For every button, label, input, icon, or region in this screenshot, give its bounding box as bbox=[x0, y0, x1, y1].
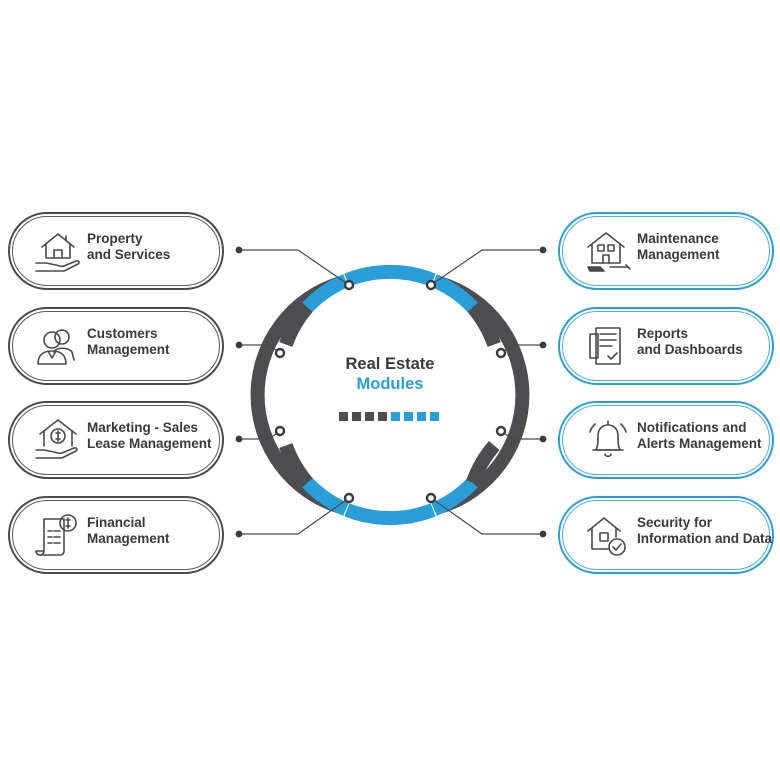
module-label-line1: Property bbox=[87, 231, 143, 246]
bell-icon bbox=[589, 420, 627, 458]
ring-segment-upper-right bbox=[467, 302, 501, 348]
progress-squares bbox=[339, 412, 449, 424]
progress-square-blue bbox=[404, 412, 413, 421]
center-title-line1: Real Estate bbox=[345, 355, 435, 373]
connector-dot-left-1 bbox=[235, 246, 243, 254]
connector-dot-right-2 bbox=[539, 341, 547, 349]
ring-node-right-4 bbox=[425, 492, 437, 504]
ring-segment-bottom-1 bbox=[302, 477, 349, 516]
house-coin-hand-icon bbox=[35, 419, 78, 459]
module-label-line2: Alerts Management bbox=[637, 436, 762, 451]
progress-square-dark bbox=[339, 412, 348, 421]
ring-segment-lower-right bbox=[466, 440, 500, 486]
progress-square-dark bbox=[365, 412, 374, 421]
connector-dot-left-2 bbox=[235, 341, 243, 349]
ring-node-right-1 bbox=[425, 279, 437, 291]
module-label-line2: Management bbox=[87, 342, 170, 357]
house-shield-check-icon bbox=[587, 517, 626, 556]
module-label-line1: Customers bbox=[87, 326, 158, 341]
module-label-line1: Marketing - Sales bbox=[87, 420, 199, 435]
connector-dot-left-3 bbox=[235, 435, 243, 443]
module-label-line2: Management bbox=[637, 247, 720, 262]
module-label-line1: Financial bbox=[87, 515, 146, 530]
module-label-line2: and Dashboards bbox=[637, 342, 743, 357]
connector-left-4 bbox=[239, 497, 350, 535]
ring-segment-top-1 bbox=[302, 274, 349, 313]
connector-right-1 bbox=[430, 249, 543, 286]
ring-node-left-3 bbox=[274, 425, 286, 437]
module-label-line1: Notifications and bbox=[637, 420, 747, 435]
module-label-line2: Management bbox=[87, 531, 170, 546]
connector-dot-right-3 bbox=[539, 435, 547, 443]
ring-segment-bottom-2 bbox=[344, 503, 436, 526]
ring-node-left-4 bbox=[343, 492, 355, 504]
ring-node-left-1 bbox=[343, 279, 355, 291]
ring-node-right-3 bbox=[495, 425, 507, 437]
module-label-line1: Reports bbox=[637, 326, 689, 341]
progress-square-dark bbox=[378, 412, 387, 421]
module-label-line1: Maintenance bbox=[637, 231, 719, 246]
progress-square-dark bbox=[352, 412, 361, 421]
report-clipboard-icon bbox=[589, 327, 621, 365]
invoice-dollar-icon bbox=[35, 514, 77, 556]
progress-square-blue bbox=[391, 412, 400, 421]
connector-right-4 bbox=[430, 497, 543, 535]
users-icon bbox=[37, 329, 75, 365]
progress-square-blue bbox=[417, 412, 426, 421]
module-label-line2: Lease Management bbox=[87, 436, 212, 451]
ring-segment-upper-left bbox=[279, 302, 313, 348]
ring-segment-top-3 bbox=[431, 274, 478, 313]
connector-dot-right-1 bbox=[539, 246, 547, 254]
ring-node-right-2 bbox=[495, 347, 507, 359]
module-label-line2: Information and Data bbox=[637, 531, 773, 546]
hand-house-icon bbox=[35, 233, 80, 272]
house-tools-icon bbox=[587, 232, 631, 272]
ring-segment-bottom-3 bbox=[431, 477, 478, 516]
module-label-line2: and Services bbox=[87, 247, 171, 262]
ring-segments bbox=[250, 264, 530, 526]
ring-segment-top-2 bbox=[344, 264, 436, 287]
progress-square-blue bbox=[430, 412, 439, 421]
connector-dot-right-4 bbox=[539, 530, 547, 538]
connector-left-1 bbox=[239, 249, 350, 286]
module-label-line1: Security for bbox=[637, 515, 713, 530]
ring-node-left-2 bbox=[274, 347, 286, 359]
ring-segment-lower-left bbox=[279, 442, 313, 488]
center-title-line2: Modules bbox=[356, 375, 424, 393]
connector-dot-left-4 bbox=[235, 530, 243, 538]
